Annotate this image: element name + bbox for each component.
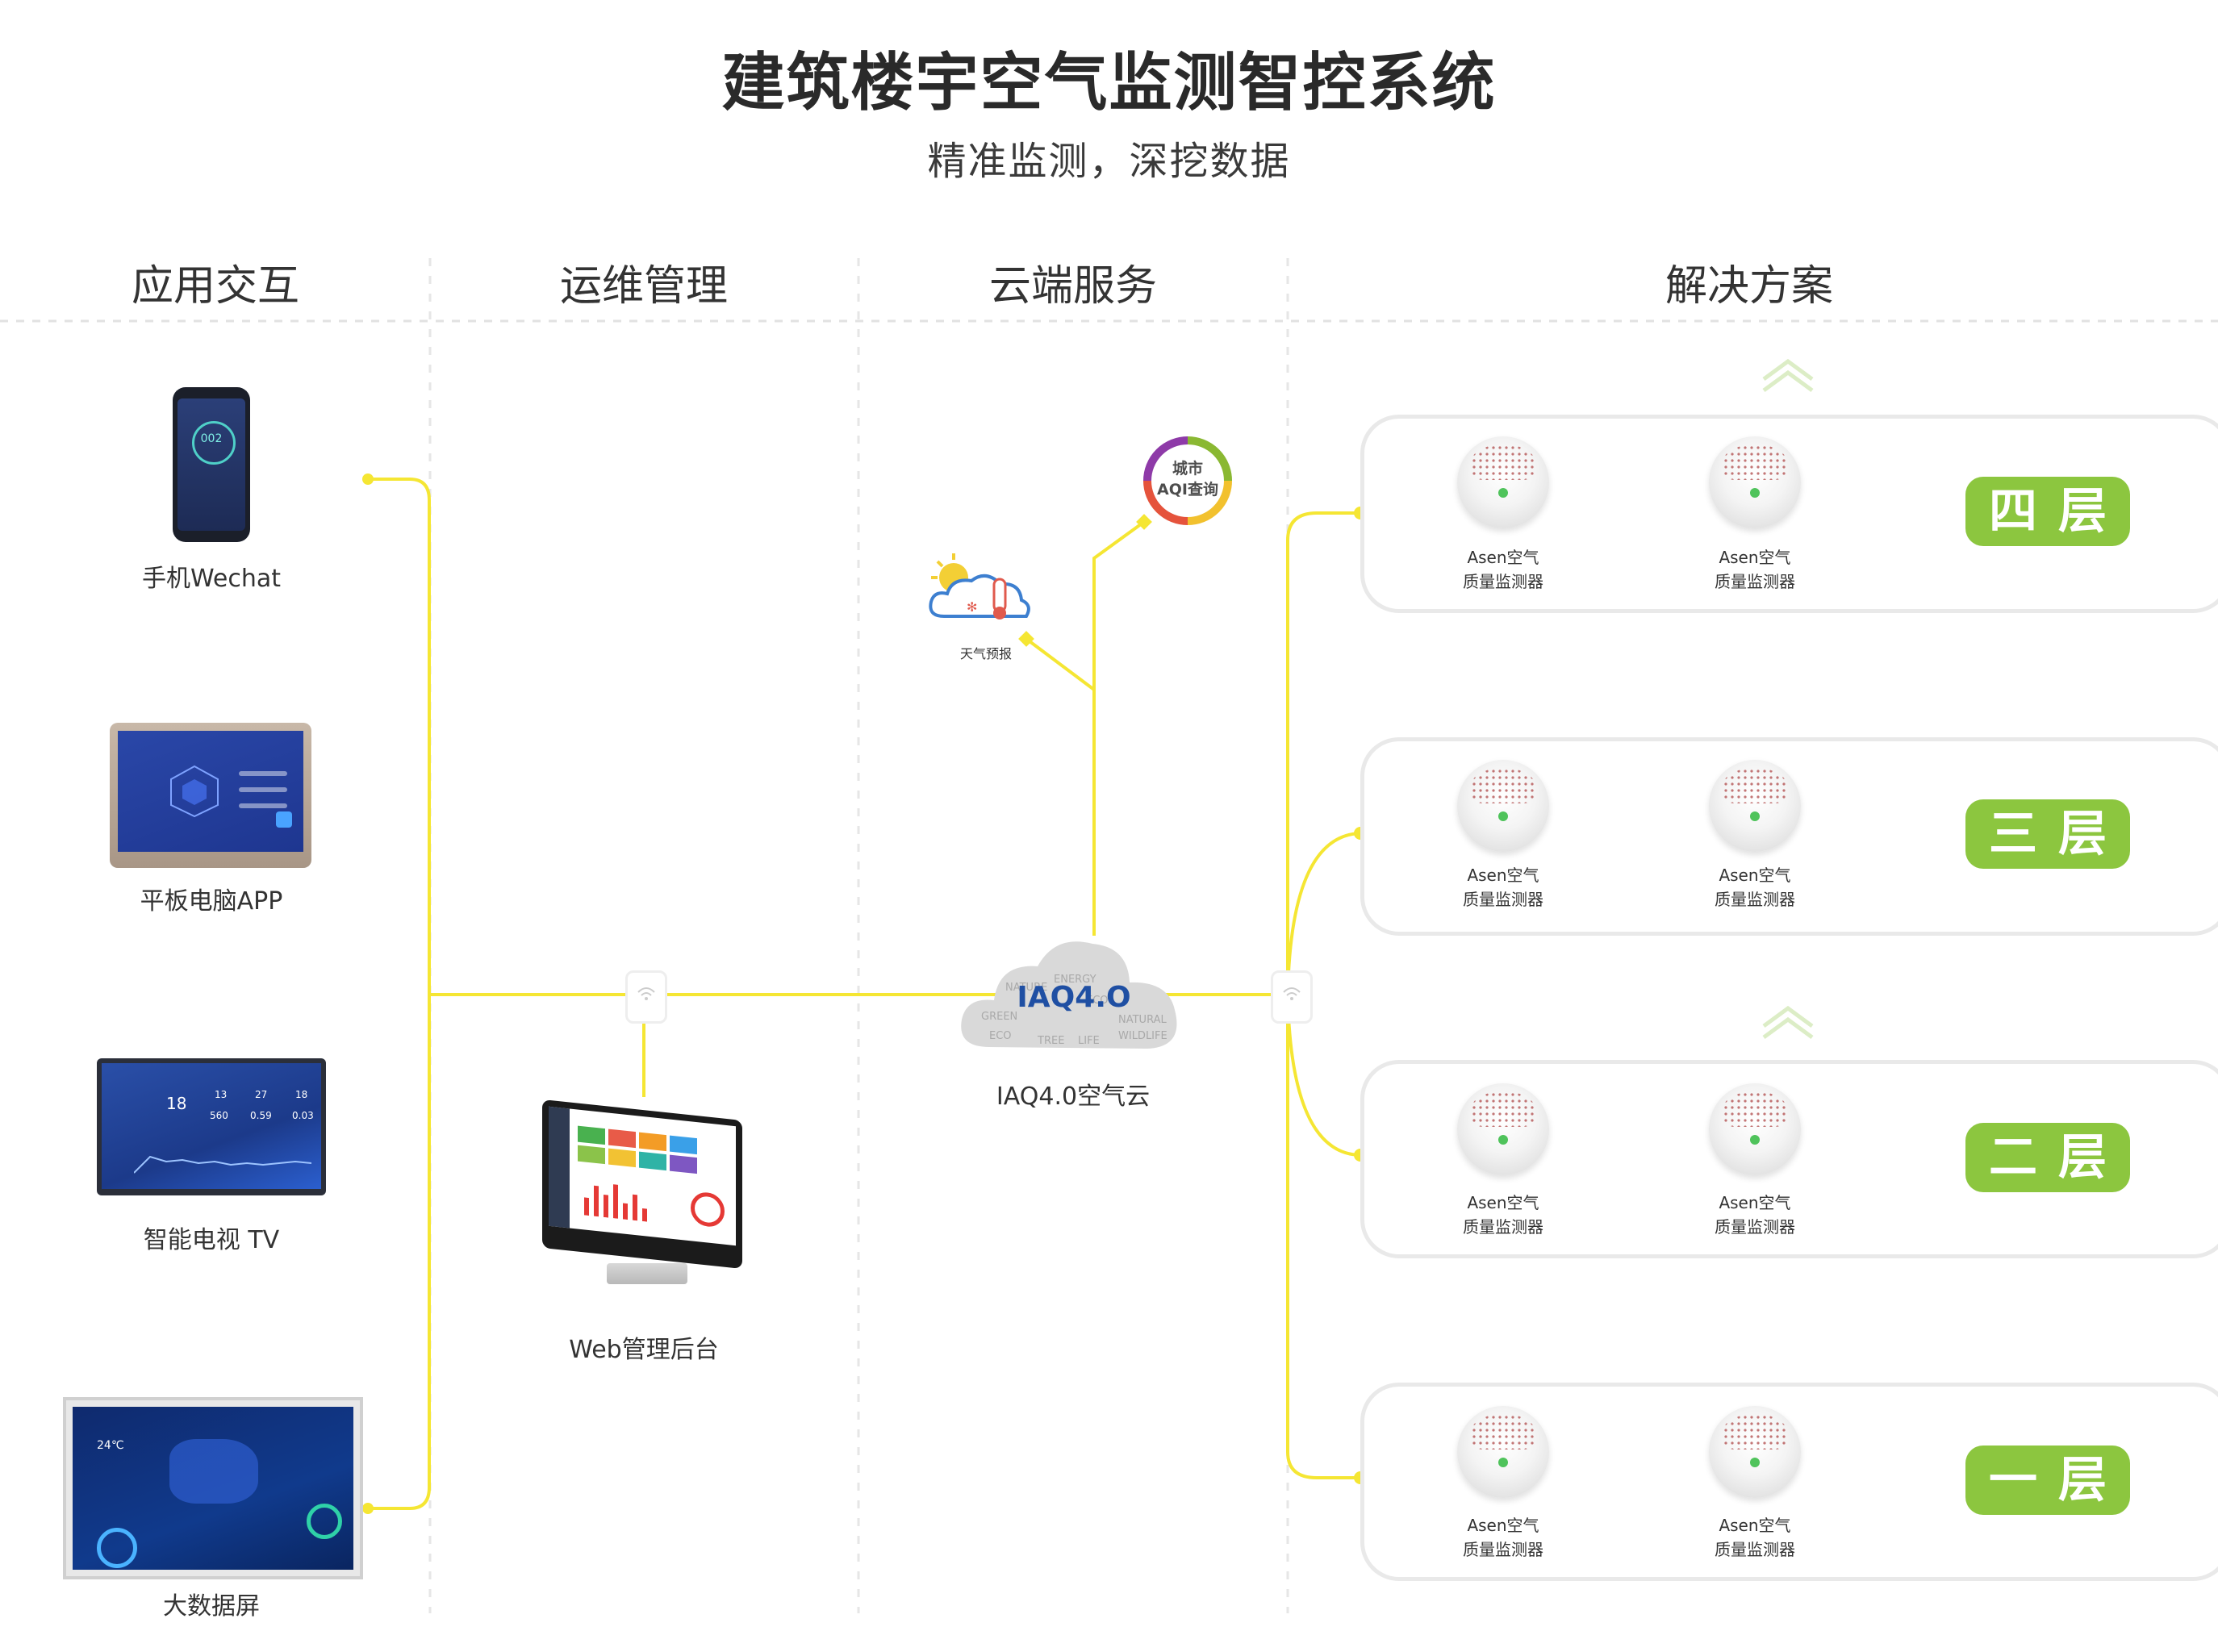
- imac-frame: [542, 1099, 742, 1270]
- aqi-text: 城市 AQI查询: [1139, 458, 1236, 500]
- phone-screen: 002: [178, 398, 245, 531]
- tv-value-2: 13: [215, 1089, 228, 1100]
- wifi-node-icon-2: [1271, 970, 1313, 1024]
- floor2-sensor-1-label: Asen空气质量监测器: [1463, 1193, 1543, 1237]
- aqi-line1: 城市: [1172, 460, 1203, 478]
- weather-forecast-icon[interactable]: ✻: [920, 549, 1049, 637]
- phone-label: 手机Wechat: [141, 565, 282, 593]
- aqi-line2: AQI查询: [1157, 481, 1218, 499]
- tv-value-4: 18: [295, 1089, 308, 1100]
- floor4-sensor-2-label: Asen空气质量监测器: [1715, 548, 1795, 591]
- floor1-link-line: [1286, 995, 1360, 1479]
- web-admin-label: Web管理后台: [569, 1336, 719, 1364]
- svg-text:GREEN: GREEN: [981, 1011, 1017, 1023]
- svg-text:ENERGY: ENERGY: [1054, 974, 1096, 986]
- floor2-sensor-1[interactable]: [1457, 1083, 1549, 1175]
- floor3-sensor-2-label: Asen空气质量监测器: [1715, 866, 1795, 909]
- floor1-badge[interactable]: 一层: [1965, 1446, 2130, 1515]
- floor3-sensor-1[interactable]: [1457, 760, 1549, 852]
- svg-text:TREE: TREE: [1037, 1035, 1064, 1047]
- tv-label: 智能电视 TV: [143, 1226, 280, 1254]
- imac-bar-chart: [584, 1184, 647, 1222]
- column-header-app: 应用交互: [131, 262, 299, 311]
- imac-donut: [691, 1191, 725, 1229]
- tablet-label: 平板电脑APP: [140, 887, 283, 916]
- floor1-sensor-2[interactable]: [1709, 1406, 1801, 1498]
- imac-screen: [549, 1106, 736, 1246]
- phone-gauge: [192, 421, 236, 465]
- floor4-sensor-1-label: Asen空气质量监测器: [1463, 548, 1543, 591]
- page-title: 建筑楼宇空气监测智控系统: [721, 47, 1497, 119]
- floor3-sensor-1-label: Asen空气质量监测器: [1463, 866, 1543, 909]
- weather-link-line: [1025, 637, 1096, 691]
- floor4-link-line: [1286, 511, 1360, 995]
- bigscreen-screen: 24℃: [73, 1407, 353, 1570]
- phone-device[interactable]: 002: [173, 387, 250, 542]
- floor2-sensor-2[interactable]: [1709, 1083, 1801, 1175]
- bigscreen-donut: [307, 1504, 342, 1539]
- svg-text:ECO: ECO: [989, 1030, 1012, 1042]
- floor2-sensor-2-label: Asen空气质量监测器: [1715, 1193, 1795, 1237]
- bigscreen-gauge: [97, 1528, 137, 1568]
- svg-text:NATURAL: NATURAL: [1118, 1014, 1167, 1026]
- svg-text:✻: ✻: [967, 599, 977, 615]
- svg-text:WILDLIFE: WILDLIFE: [1118, 1030, 1167, 1042]
- column-header-solution: 解决方案: [1665, 262, 1833, 311]
- aqi-link-line: [1092, 520, 1146, 936]
- chevron-up-icon-2: [1762, 1005, 1814, 1040]
- app-bracket-line: [368, 478, 431, 1510]
- page-subtitle: 精准监测，深挖数据: [927, 139, 1291, 184]
- floor2-link-line: [1286, 994, 1361, 1157]
- tv-line-chart: [134, 1155, 311, 1174]
- bigscreen-label: 大数据屏: [163, 1592, 260, 1621]
- column-header-ops: 运维管理: [559, 262, 728, 311]
- floor4-sensor-1[interactable]: [1457, 436, 1549, 528]
- svg-text:LIFE: LIFE: [1078, 1035, 1100, 1047]
- floor4-sensor-2[interactable]: [1709, 436, 1801, 528]
- bigscreen-device[interactable]: 24℃: [63, 1397, 363, 1579]
- chevron-up-icon: [1762, 358, 1814, 393]
- floor3-badge[interactable]: 三层: [1965, 799, 2130, 869]
- floor3-link-line: [1286, 832, 1361, 995]
- web-admin-device[interactable]: [542, 1099, 742, 1289]
- phone-reading: 002: [200, 432, 223, 445]
- iaq-cloud-icon[interactable]: NATURE ENERGY ECO GREEN NATURAL ECO TREE LIFE…: [957, 926, 1191, 1063]
- tv-value-7: 0.03: [292, 1110, 314, 1121]
- floor1-sensor-1-label: Asen空气质量监测器: [1463, 1516, 1543, 1559]
- floor2-badge[interactable]: 二层: [1965, 1123, 2130, 1192]
- imac-stand: [607, 1263, 687, 1284]
- floor3-sensor-2[interactable]: [1709, 760, 1801, 852]
- svg-text:NATURE: NATURE: [1005, 982, 1047, 994]
- tv-value-5: 560: [210, 1110, 228, 1121]
- tablet-screen: [118, 731, 303, 852]
- svg-text:ECO: ECO: [1086, 995, 1109, 1007]
- bigscreen-map: [169, 1439, 258, 1504]
- tv-value-6: 0.59: [250, 1110, 272, 1121]
- tv-device[interactable]: 18 13 27 18 560 0.59 0.03: [97, 1058, 326, 1195]
- tablet-device[interactable]: [110, 723, 311, 868]
- aqi-ring-icon[interactable]: [1139, 432, 1236, 529]
- tablet-hexagon-chart: [170, 765, 219, 818]
- floor1-sensor-1[interactable]: [1457, 1406, 1549, 1498]
- bigscreen-temp: 24℃: [97, 1439, 124, 1452]
- iaq-cloud-logo: IAQ4.O: [1017, 981, 1131, 1014]
- weather-label: 天气预报: [959, 646, 1012, 661]
- wifi-node-icon: [625, 970, 667, 1024]
- floor4-badge[interactable]: 四层: [1965, 477, 2130, 546]
- tv-value-1: 18: [166, 1094, 187, 1113]
- column-header-cloud: 云端服务: [988, 262, 1157, 311]
- floor1-sensor-2-label: Asen空气质量监测器: [1715, 1516, 1795, 1559]
- tv-value-3: 27: [255, 1089, 268, 1100]
- iaq-cloud-label: IAQ4.0空气云: [996, 1083, 1151, 1111]
- tv-screen: 18 13 27 18 560 0.59 0.03: [102, 1063, 321, 1189]
